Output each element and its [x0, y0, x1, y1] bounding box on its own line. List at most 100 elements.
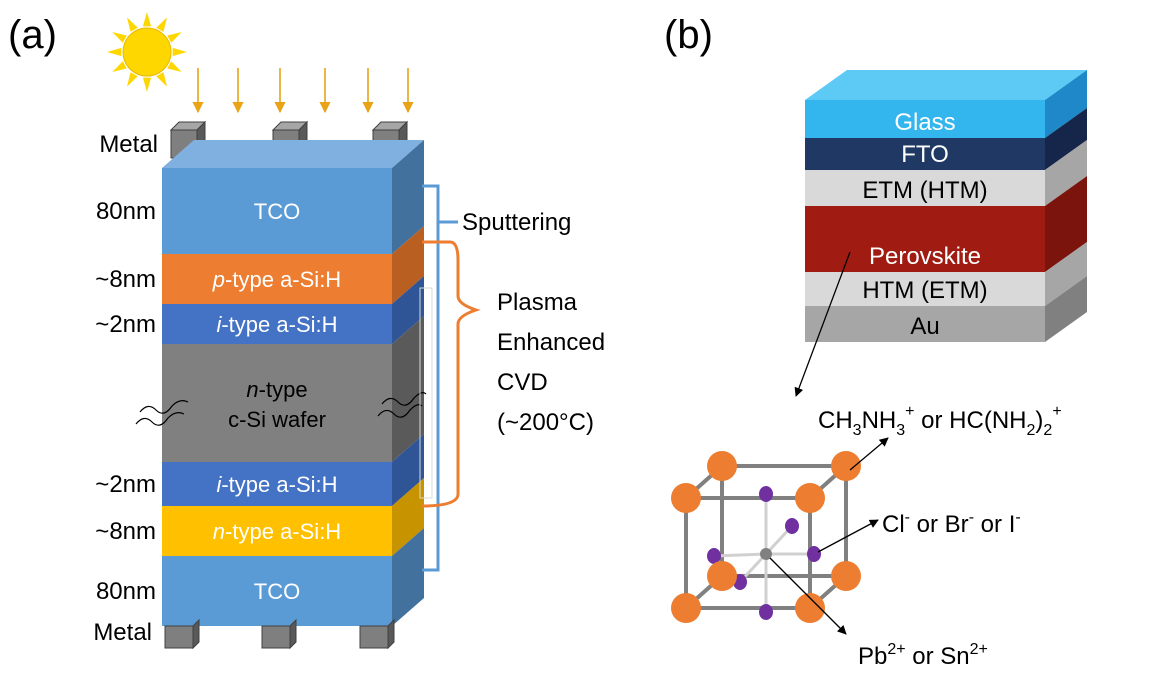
- layer-front-face: [162, 462, 392, 506]
- layer-side-face: [1045, 108, 1087, 170]
- layer-label: TCO: [254, 199, 300, 224]
- layer-front-face: [805, 138, 1045, 170]
- metal-contact: [261, 618, 297, 650]
- layer-front-face: [805, 306, 1045, 342]
- layer-front-face: [162, 254, 392, 304]
- a-site-atom: [707, 451, 737, 481]
- x-site-pointer: [817, 519, 879, 553]
- perovskite-layer-label: Perovskite: [869, 243, 981, 270]
- layer-side-face: [392, 528, 424, 626]
- layer-side-face: [1045, 140, 1087, 206]
- sun-ray: [167, 32, 182, 43]
- layer-thickness: ~8nm: [95, 266, 156, 293]
- layer-front-face: [805, 170, 1045, 206]
- pecvd-bracket: [421, 240, 481, 508]
- layer-label: n-type: [246, 377, 307, 402]
- layer-2: i-type a-Si:H ~2nm: [95, 276, 424, 344]
- x-site-label: Cl- or Br- or I-: [882, 509, 1021, 538]
- layer-5: n-type a-Si:H ~8nm: [95, 478, 424, 556]
- layer-side-face: [392, 478, 424, 556]
- sun-ray: [112, 32, 127, 43]
- a-site-atom: [707, 561, 737, 591]
- layer-label-line2: c-Si wafer: [228, 407, 326, 432]
- layer-side-face: [392, 316, 424, 462]
- a-site-atom: [831, 451, 861, 481]
- layer-front-face: [162, 506, 392, 556]
- a-site-pointer: [849, 437, 889, 471]
- sun-ray: [142, 77, 152, 92]
- pecvd-inner-box: [419, 287, 433, 499]
- sun-ray: [112, 61, 127, 72]
- x-site-atom: [759, 604, 773, 620]
- x-site-atom: [807, 546, 821, 562]
- perovskite-layer-label: FTO: [901, 141, 949, 168]
- layer-label: p-type a-Si:H: [212, 267, 341, 292]
- sun-ray: [167, 61, 182, 72]
- layer-side-face: [1045, 242, 1087, 306]
- a-site-atom: [795, 593, 825, 623]
- sputtering-label: Sputtering: [462, 209, 571, 236]
- sun-ray: [142, 12, 152, 27]
- layer-1: p-type a-Si:H ~8nm: [95, 226, 424, 304]
- pecvd-line-3: CVD: [497, 369, 548, 396]
- layer-thickness: 80nm: [96, 578, 156, 605]
- layer-front-face: [805, 100, 1045, 138]
- layer-side-face: [392, 226, 424, 304]
- perovskite-layer-2: ETM (HTM): [805, 140, 1087, 206]
- layer-label: i-type a-Si:H: [216, 472, 337, 497]
- perovskite-pointer: [794, 251, 851, 397]
- layer-label: n-type a-Si:H: [213, 519, 341, 544]
- b-site-label: Pb2+ or Sn2+: [858, 641, 988, 670]
- pecvd-line-2: Enhanced: [497, 329, 605, 356]
- sun-ray: [156, 72, 167, 87]
- metal-bottom-label: Metal: [93, 619, 152, 646]
- perovskite-layer-1: FTO: [805, 108, 1087, 170]
- sun-ray: [127, 72, 138, 87]
- panel-b-tag: (b): [664, 13, 713, 57]
- b-site-pointer: [769, 557, 847, 635]
- layer-3: n-type c-Si wafer: [162, 316, 424, 462]
- layer-top-face: [805, 70, 1087, 100]
- sun-ray: [172, 47, 187, 57]
- panel-a-layer-stack: TCO 80nm p-type a-Si:H ~8nm i-type a-Si:H ~2n…: [95, 140, 424, 626]
- layer-top-face: [162, 140, 424, 168]
- layer-front-face: [805, 272, 1045, 306]
- b-site-atom: [760, 548, 772, 560]
- layer-front-face: [805, 206, 1045, 272]
- light-arrows: [192, 68, 414, 114]
- a-site-atom: [795, 483, 825, 513]
- perovskite-layer-label: Glass: [894, 109, 955, 136]
- layer-front-face: [162, 556, 392, 626]
- layer-thickness: ~2nm: [95, 311, 156, 338]
- x-site-atom: [759, 486, 773, 502]
- perovskite-layer-5: Au: [805, 276, 1087, 342]
- layer-6: TCO 80nm: [96, 528, 424, 626]
- layer-side-face: [1045, 70, 1087, 138]
- layer-thickness: ~8nm: [95, 518, 156, 545]
- a-site-atom: [831, 561, 861, 591]
- metal-contact: [359, 618, 395, 650]
- metal-contacts-bottom: [164, 618, 395, 650]
- layer-side-face: [392, 434, 424, 506]
- a-site-label: CH3NH3+ or HC(NH2)2+: [818, 403, 1062, 439]
- bond-line: [713, 552, 767, 558]
- pecvd-label: Plasma Enhanced CVD (~200°C): [497, 289, 605, 436]
- a-site-atom: [671, 483, 701, 513]
- sun-ray: [107, 47, 122, 57]
- perovskite-layer-3: Perovskite: [805, 176, 1087, 272]
- perovskite-crystal: [671, 437, 889, 635]
- a-site-atom: [671, 593, 701, 623]
- layer-front-face: [162, 344, 392, 462]
- layer-label: i-type a-Si:H: [216, 312, 337, 337]
- layer-side-face: [1045, 276, 1087, 342]
- perovskite-layer-label: ETM (HTM): [862, 177, 987, 204]
- perovskite-layer-0: Glass: [805, 70, 1087, 138]
- sputtering-bracket: [422, 184, 458, 572]
- layer-front-face: [162, 168, 392, 254]
- layer-label: TCO: [254, 579, 300, 604]
- metal-top-label: Metal: [99, 131, 158, 158]
- pecvd-line-1: Plasma: [497, 289, 578, 316]
- layer-4: i-type a-Si:H~2nm: [95, 434, 424, 506]
